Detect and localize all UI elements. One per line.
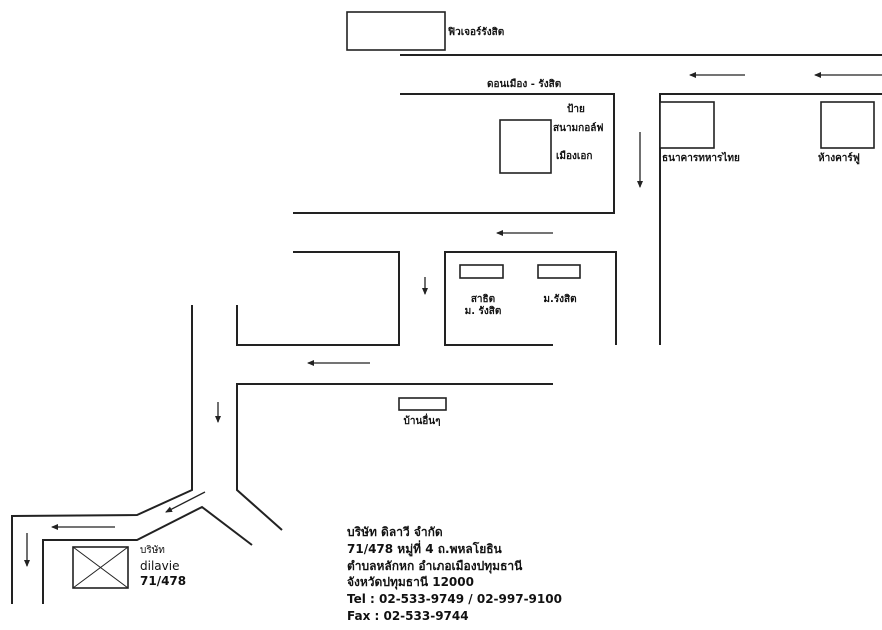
company-marker-label: บริษัท <box>140 545 165 556</box>
landmark-future-rangsit: ฟิวเจอร์รังสิต <box>346 11 504 51</box>
address-tel: Tel : 02-533-9749 / 02-997-9100 <box>347 592 562 606</box>
tmb-bank-label: ธนาคารทหารไทย <box>662 151 740 164</box>
landmark-satit-school: สาธิต ม. รังสิต <box>459 264 504 317</box>
landmark-rangsit-university: ม.รังสิต <box>537 264 581 305</box>
address-fax: Fax : 02-533-9744 <box>347 609 469 623</box>
company-address: บริษัท ดิลาวี จำกัด 71/478 หมู่ที่ 4 ถ.พ… <box>347 525 562 623</box>
road-lines <box>11 54 882 604</box>
address-province: จังหวัดปทุมธานี 12000 <box>347 575 474 590</box>
address-district: ตำบลหลักหก อำเภอเมืองปทุมธานี <box>347 559 523 574</box>
traffic-arrows <box>24 72 882 567</box>
landmark-golf-sign: ป้าย สนามกอล์ฟ เมืองเอก <box>499 103 603 174</box>
address-company: บริษัท ดิลาวี จำกัด <box>347 525 443 539</box>
satit-label: สาธิต <box>471 293 495 305</box>
golf-sign-label: เมืองเอก <box>556 150 592 162</box>
satit-label: ม. รังสิต <box>465 305 502 317</box>
landmark-other-houses: บ้านอื่นๆ <box>398 397 447 427</box>
company-location-marker: บริษัท dilavie 71/478 <box>72 545 186 589</box>
arrow-diagonal-icon <box>165 491 206 513</box>
landmark-carrefour: ห้างคาร์ฟู <box>818 101 875 165</box>
golf-sign-label: สนามกอล์ฟ <box>553 122 603 134</box>
road-name-label: ดอนเมือง - รังสิต <box>487 78 561 90</box>
golf-sign-label: ป้าย <box>567 103 585 115</box>
rangsit-university-label: ม.รังสิต <box>543 293 576 305</box>
other-houses-label: บ้านอื่นๆ <box>403 413 440 427</box>
carrefour-label: ห้างคาร์ฟู <box>818 152 860 165</box>
future-rangsit-label: ฟิวเจอร์รังสิต <box>448 26 504 38</box>
company-marker-name: dilavie <box>140 559 179 573</box>
landmark-tmb-bank: ธนาคารทหารไทย <box>659 101 740 164</box>
address-street: 71/478 หมู่ที่ 4 ถ.พหลโยธิน <box>347 540 503 557</box>
company-marker-number: 71/478 <box>140 574 186 588</box>
